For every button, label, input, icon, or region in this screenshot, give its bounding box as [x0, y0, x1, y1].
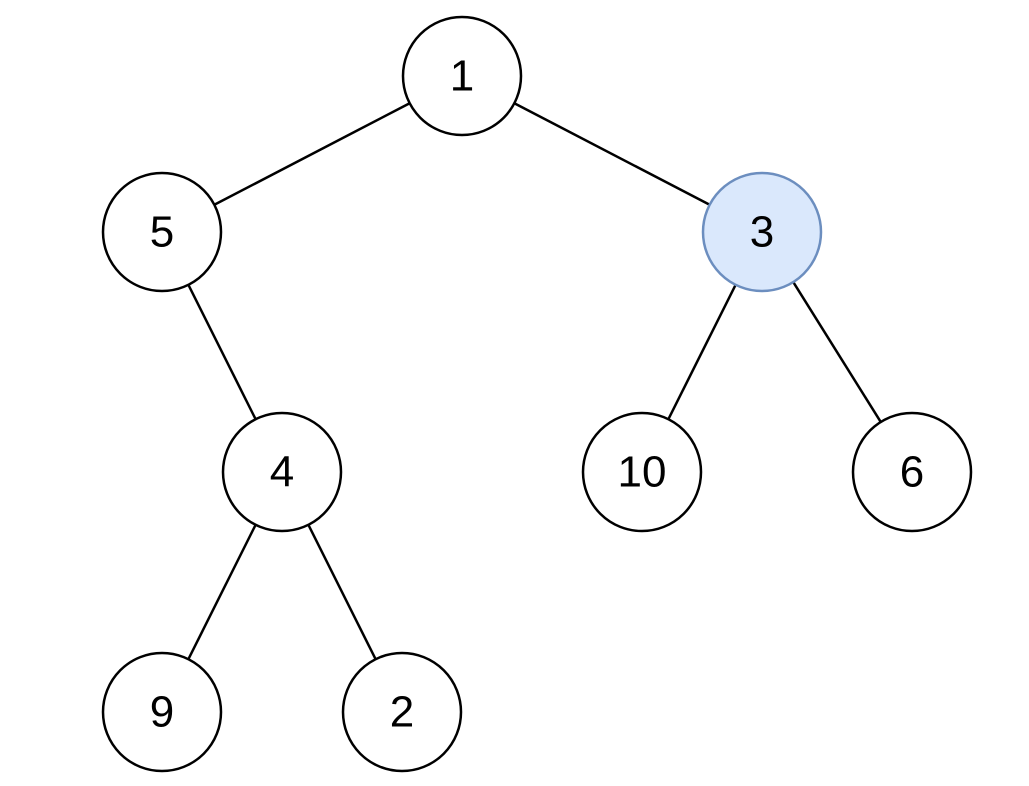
tree-node-2: 2: [341, 651, 463, 773]
tree-node-6: 6: [851, 411, 973, 533]
tree-edge-n1-n5: [213, 102, 411, 206]
tree-edge-n4-n9: [187, 524, 257, 660]
node-label: 10: [618, 448, 667, 497]
node-circle: [341, 651, 463, 773]
node-circle: [851, 411, 973, 533]
tree-edge-n4-n2: [307, 524, 377, 660]
tree-edge-n3-n6: [792, 281, 882, 423]
node-label: 2: [390, 688, 414, 737]
tree-node-3: 3: [701, 171, 823, 293]
tree-node-10: 10: [581, 411, 703, 533]
tree-node-1: 1: [401, 15, 523, 137]
node-circle: [101, 651, 223, 773]
node-circle: [221, 411, 343, 533]
node-circle: [581, 411, 703, 533]
tree-edge-n1-n3: [513, 102, 711, 206]
tree-node-9: 9: [101, 651, 223, 773]
node-label: 3: [750, 208, 774, 257]
node-label: 4: [270, 448, 294, 497]
tree-edges: [187, 102, 882, 660]
node-label: 5: [150, 208, 174, 257]
node-label: 9: [150, 688, 174, 737]
tree-node-5: 5: [101, 171, 223, 293]
node-label: 6: [900, 448, 924, 497]
node-label: 1: [450, 52, 474, 101]
tree-nodes: 1 5 3 4 10 6 9 2: [101, 15, 973, 773]
node-circle: [401, 15, 523, 137]
highlighted-node-circle: [701, 171, 823, 293]
tree-edge-n5-n4: [187, 284, 257, 420]
tree-edge-n3-n10: [667, 284, 737, 420]
tree-node-4: 4: [221, 411, 343, 533]
node-circle: [101, 171, 223, 293]
